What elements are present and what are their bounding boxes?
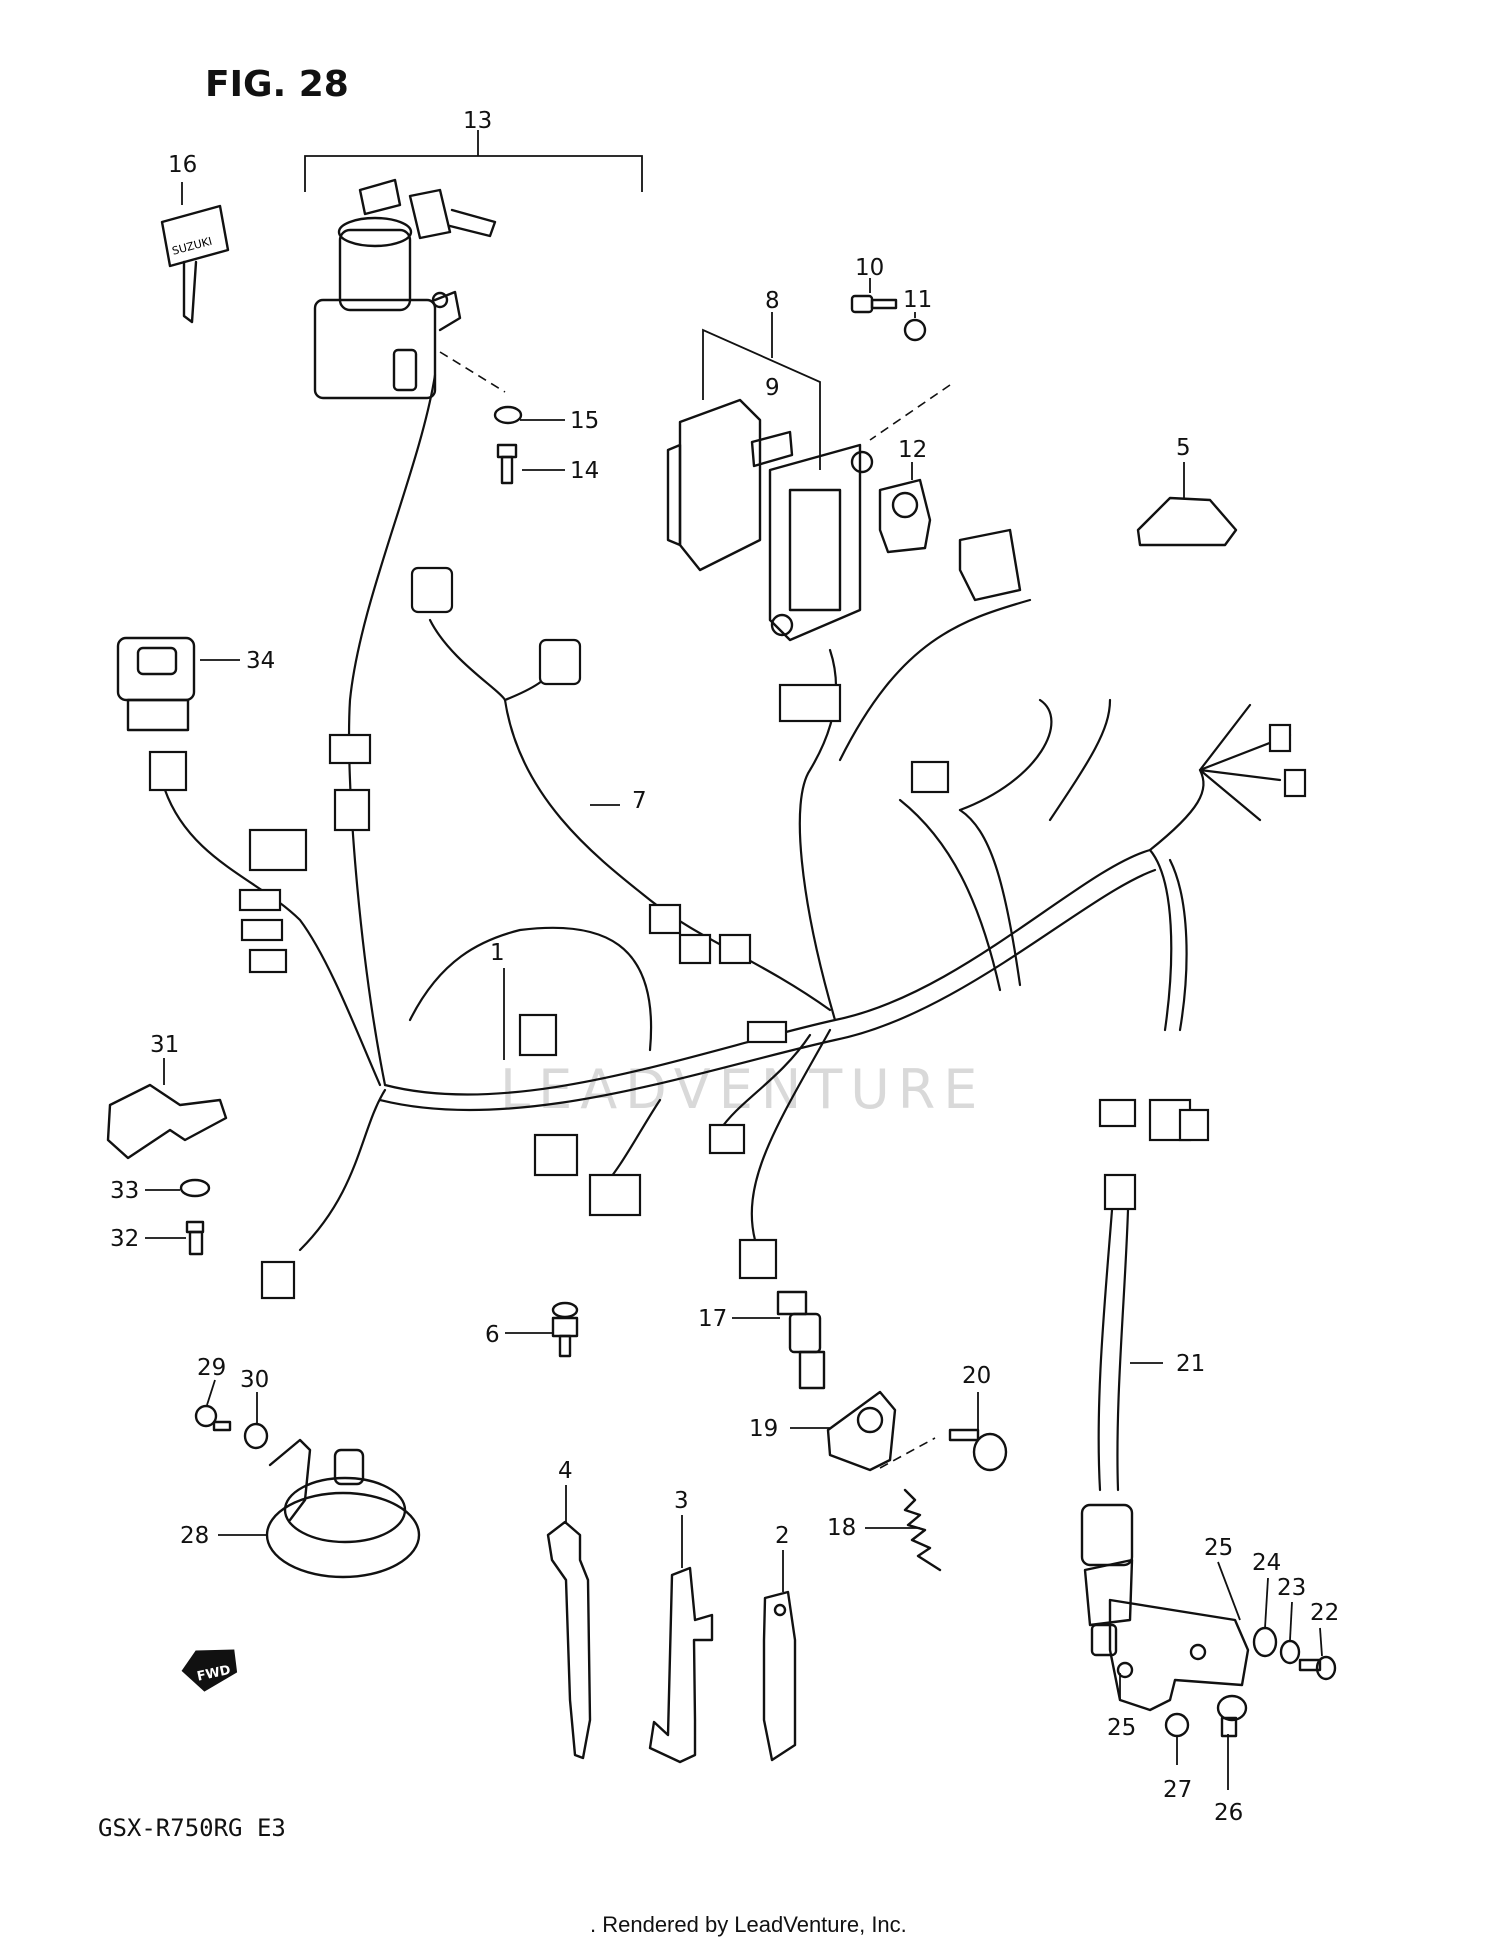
clamp-3-icon [648, 1566, 714, 1764]
fwd-arrow-icon: FWD [181, 1649, 238, 1692]
figure-title: FIG. 28 [205, 64, 349, 105]
bracket-19-icon [826, 1390, 897, 1472]
callout-27: 27 [1163, 1777, 1192, 1803]
callout-26: 26 [1214, 1800, 1243, 1826]
bolt-32-icon [185, 1220, 205, 1256]
bolt-29-icon [194, 1404, 232, 1432]
callout-14: 14 [570, 458, 599, 484]
callout-33: 33 [110, 1178, 139, 1204]
key-brand-label: SUZUKI [171, 235, 214, 258]
washer-30-icon [243, 1422, 269, 1450]
callout-31: 31 [150, 1032, 179, 1058]
fwd-label: FWD [196, 1663, 233, 1685]
callout-34: 34 [246, 648, 275, 674]
callout-5: 5 [1176, 435, 1191, 461]
callout-29: 29 [197, 1355, 226, 1381]
watermark: LEADVENTURE [500, 1058, 985, 1121]
bolt-22-icon [1298, 1655, 1337, 1681]
clamp-31-icon [106, 1083, 228, 1160]
relay-12-icon [878, 478, 1022, 602]
callout-19: 19 [749, 1416, 778, 1442]
cable-tie-4-icon [546, 1520, 592, 1760]
callout-6: 6 [485, 1322, 500, 1348]
horn-28-icon [265, 1438, 421, 1579]
callout-25-bottom: 25 [1107, 1715, 1136, 1741]
cap-5-icon [1136, 496, 1238, 547]
washer-11-icon [903, 318, 927, 342]
washer-23-icon [1279, 1639, 1301, 1665]
footer-credit: . Rendered by LeadVenture, Inc. [590, 1912, 907, 1937]
model-code: GSX-R750RG E3 [98, 1814, 286, 1842]
regulator-icon [666, 312, 874, 642]
callout-4: 4 [558, 1458, 573, 1484]
washer-24-icon [1252, 1626, 1278, 1658]
callout-17: 17 [698, 1306, 727, 1332]
relay-34-icon [116, 636, 196, 732]
clamp-2-icon [762, 1590, 797, 1762]
callout-30: 30 [240, 1367, 269, 1393]
lead-wire-21-icon [1080, 1173, 1137, 1657]
callout-7: 7 [632, 788, 647, 814]
callout-2: 2 [775, 1523, 790, 1549]
callout-3: 3 [674, 1488, 689, 1514]
callout-25-top: 25 [1204, 1535, 1233, 1561]
leader-lines [145, 182, 1323, 1790]
bolt-26-icon [1216, 1694, 1248, 1738]
bolt-10-icon [850, 294, 898, 314]
callout-32: 32 [110, 1226, 139, 1252]
callout-15: 15 [570, 408, 599, 434]
wiring-harness-icon [148, 373, 1307, 1300]
washer-33-icon [179, 1178, 211, 1198]
bolt-14-icon [496, 443, 518, 485]
callout-20: 20 [962, 1363, 991, 1389]
switch-17-icon [776, 1290, 826, 1390]
callout-12: 12 [898, 437, 927, 463]
callout-21: 21 [1176, 1351, 1205, 1377]
washer-15-icon [493, 405, 523, 425]
callout-16: 16 [168, 152, 197, 178]
callout-22: 22 [1310, 1600, 1339, 1626]
callout-28: 28 [180, 1523, 209, 1549]
key-icon: SUZUKI [160, 204, 230, 324]
screw-6-icon [551, 1301, 579, 1358]
ignition-switch-icon [304, 130, 643, 400]
callout-labels: 13 16 15 14 10 11 8 9 12 5 34 7 1 31 33 … [110, 108, 1339, 1826]
callout-9: 9 [765, 375, 780, 401]
callout-10: 10 [855, 255, 884, 281]
bracket-25-icon [1108, 1598, 1250, 1712]
callout-18: 18 [827, 1515, 856, 1541]
washer-27-icon [1164, 1712, 1190, 1738]
spring-18-icon [903, 1488, 942, 1572]
callout-23: 23 [1277, 1575, 1306, 1601]
callout-13: 13 [463, 108, 492, 134]
callout-11: 11 [903, 287, 932, 313]
callout-24: 24 [1252, 1550, 1281, 1576]
callout-1: 1 [490, 940, 505, 966]
callout-8: 8 [765, 288, 780, 314]
